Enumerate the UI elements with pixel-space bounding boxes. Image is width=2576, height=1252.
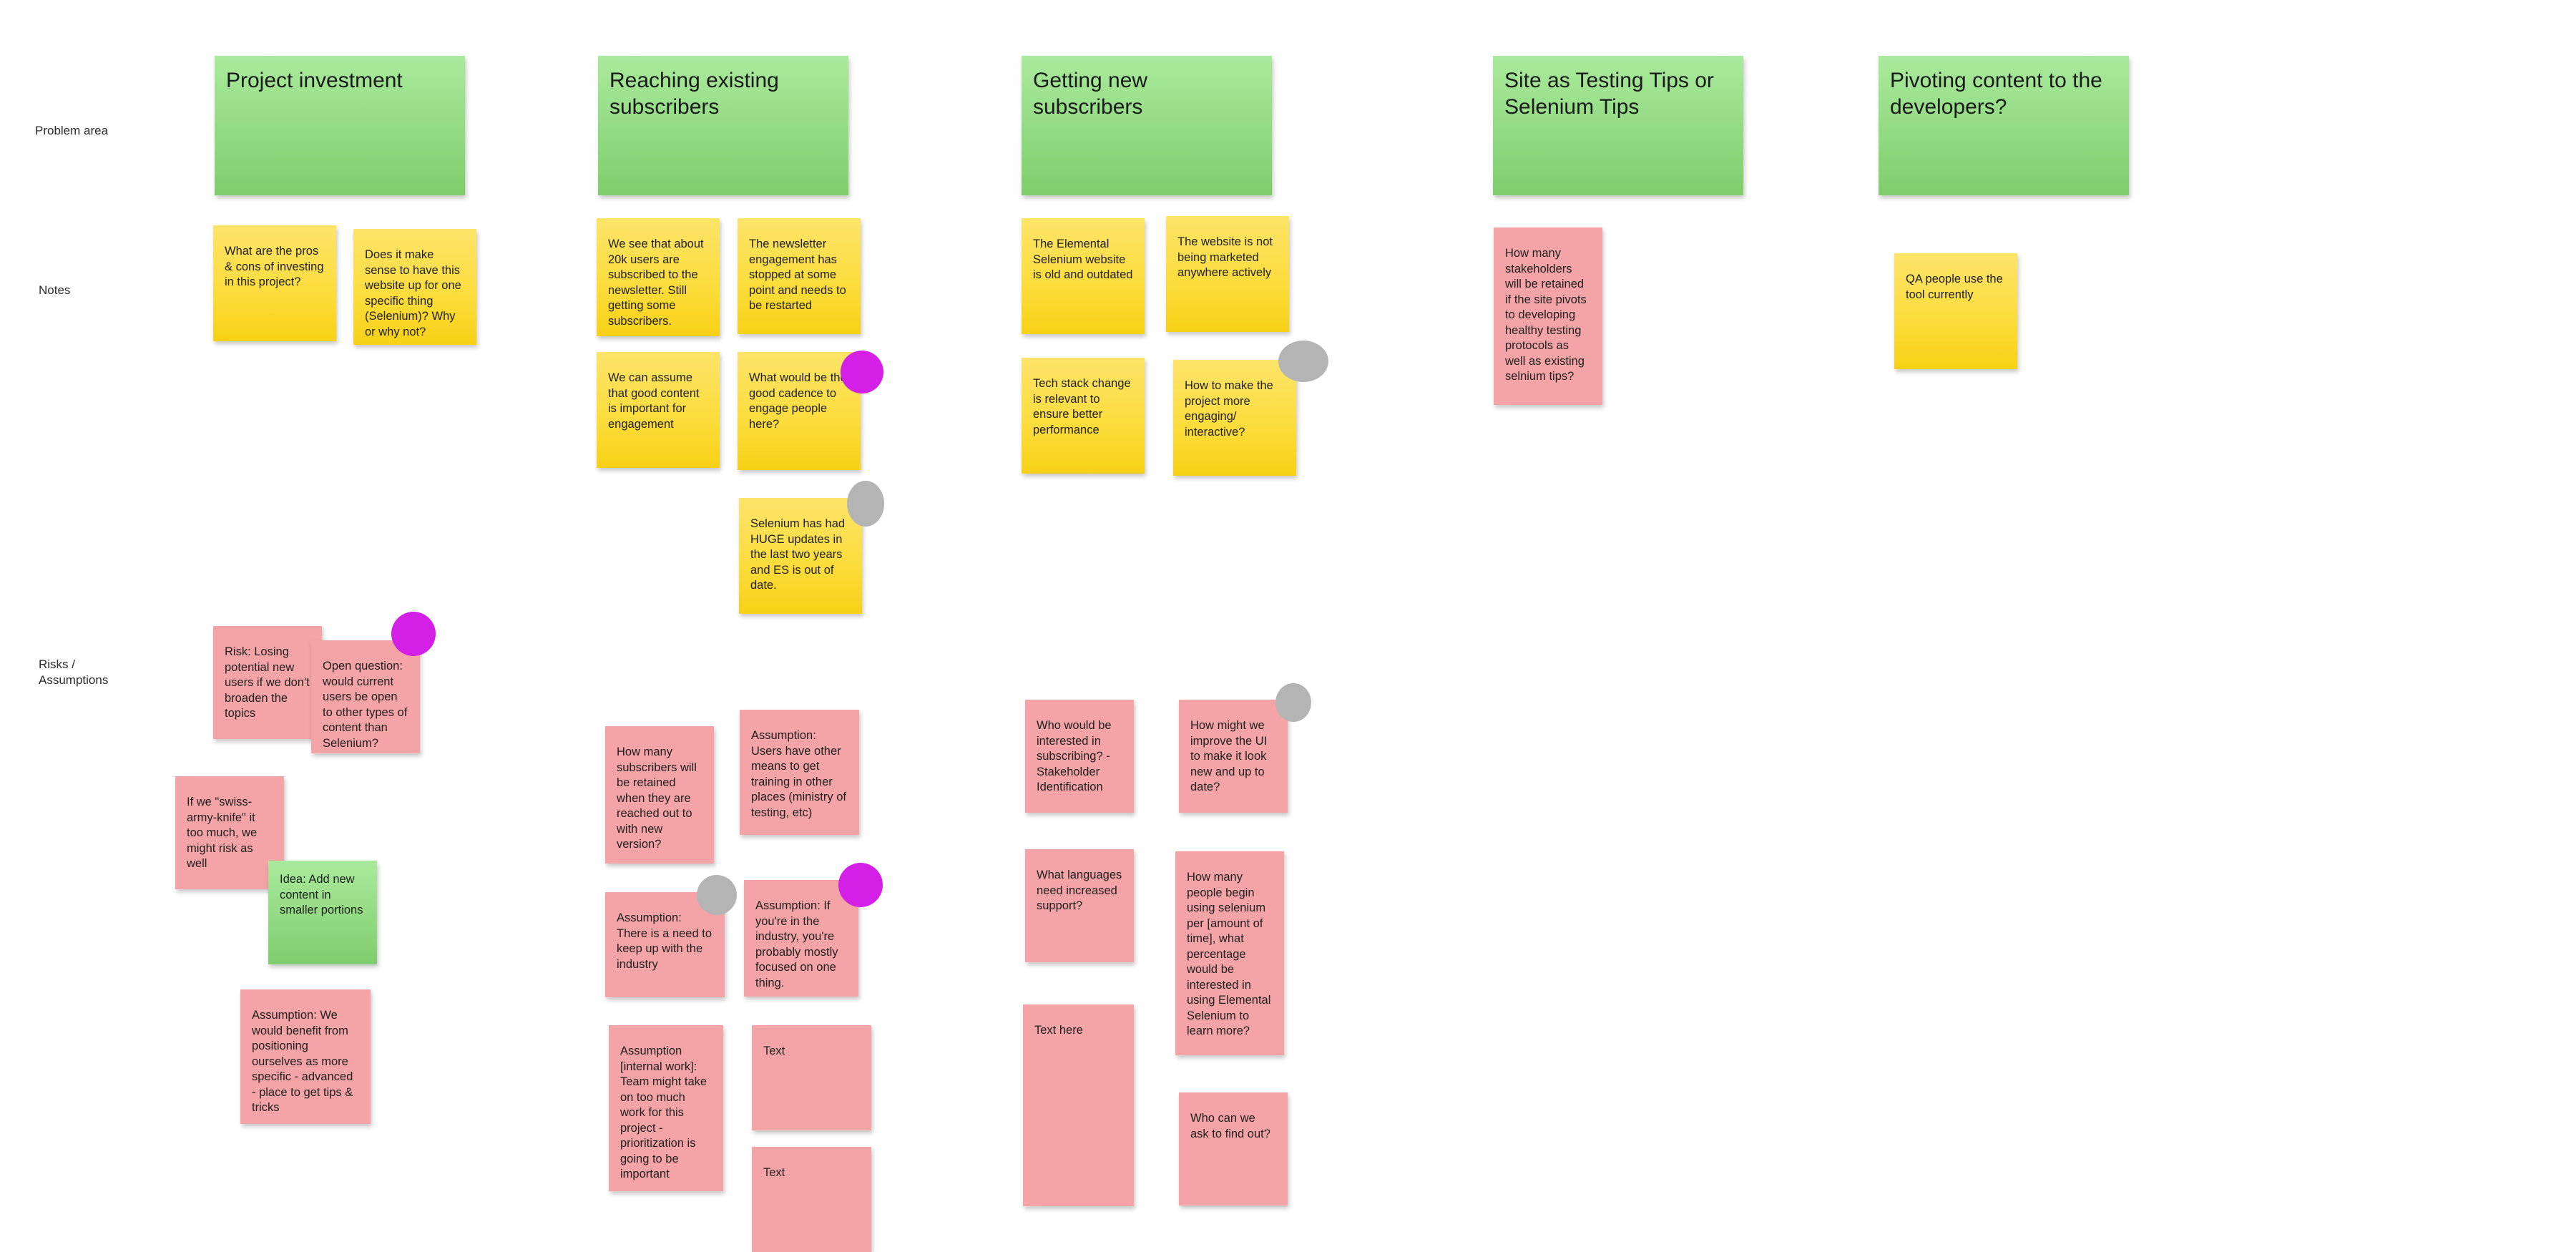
header-text: Pivoting content to the developers?	[1890, 69, 2102, 119]
sticky-text: Assumption: There is a need to keep up w…	[617, 911, 712, 971]
sticky-note[interactable]: We see that about 20k users are subscrib…	[597, 218, 720, 336]
sticky-text: Risk: Losing potential new users if we d…	[225, 645, 310, 720]
sticky-note[interactable]: How many subscribers will be retained wh…	[605, 726, 714, 864]
sticky-text: QA people use the tool currently	[1906, 273, 2003, 301]
sticky-text: We can assume that good content is impor…	[608, 371, 700, 431]
sticky-note[interactable]: Who would be interested in subscribing? …	[1025, 700, 1134, 813]
header-text: Project investment	[226, 69, 403, 92]
sticky-note[interactable]: How many stakeholders will be retained i…	[1494, 228, 1602, 405]
sticky-text: What are the pros & cons of investing in…	[225, 245, 324, 288]
header-text: Reaching existing subscribers	[609, 69, 779, 119]
sticky-text: What would be the good cadence to engage…	[749, 371, 847, 431]
sticky-text: How to make the project more engaging/ i…	[1185, 379, 1273, 439]
sticky-text: Text here	[1034, 1024, 1083, 1037]
reaction-dot[interactable]	[1278, 341, 1328, 382]
sticky-note[interactable]: The website is not being marketed anywhe…	[1166, 216, 1289, 332]
sticky-note[interactable]: Assumption: We would benefit from positi…	[240, 989, 371, 1124]
reaction-dot[interactable]	[847, 481, 884, 527]
sticky-text: What languages need increased support?	[1037, 869, 1122, 912]
row-label-problem-area: Problem area	[35, 124, 109, 137]
sticky-note[interactable]: We can assume that good content is impor…	[597, 352, 720, 468]
sticky-note[interactable]: Idea: Add new content in smaller portion…	[268, 861, 377, 964]
sticky-text: Assumption: If you're in the industry, y…	[755, 899, 838, 989]
sticky-text: Idea: Add new content in smaller portion…	[280, 873, 363, 916]
sticky-note[interactable]: The newsletter engagement has stopped at…	[738, 218, 861, 334]
header-pivoting-content[interactable]: Pivoting content to the developers?	[1879, 56, 2129, 195]
sticky-text: The website is not being marketed anywhe…	[1177, 235, 1273, 279]
sticky-note[interactable]: How many people begin using selenium per…	[1175, 851, 1284, 1055]
sticky-note[interactable]: QA people use the tool currently	[1894, 253, 2017, 369]
sticky-note[interactable]: If we "swiss-army-knife" it too much, we…	[175, 776, 284, 889]
sticky-note[interactable]: Text	[752, 1025, 871, 1130]
sticky-text: How many people begin using selenium per…	[1187, 871, 1271, 1037]
header-getting-new-subscribers[interactable]: Getting new subscribers	[1022, 56, 1272, 195]
sticky-text: Assumption [internal work]: Team might t…	[620, 1045, 707, 1180]
sticky-note[interactable]: Who can we ask to find out?	[1179, 1092, 1288, 1205]
sticky-text: Text	[763, 1166, 785, 1179]
sticky-text: How many stakeholders will be retained i…	[1505, 247, 1587, 383]
sticky-text: Does it make sense to have this website …	[365, 248, 461, 338]
sticky-note[interactable]: How might we improve the UI to make it l…	[1179, 700, 1288, 813]
sticky-text: Who would be interested in subscribing? …	[1037, 719, 1112, 793]
sticky-note[interactable]: What are the pros & cons of investing in…	[213, 225, 336, 341]
sticky-note[interactable]: How to make the project more engaging/ i…	[1173, 360, 1296, 476]
sticky-text: If we "swiss-army-knife" it too much, we…	[187, 796, 258, 870]
sticky-text: Who can we ask to find out?	[1190, 1112, 1270, 1140]
sticky-text: Selenium has had HUGE updates in the las…	[750, 517, 846, 592]
reaction-dot[interactable]	[838, 863, 883, 907]
reaction-dot[interactable]	[1275, 683, 1311, 722]
reaction-dot[interactable]	[391, 612, 436, 656]
sticky-note[interactable]: Tech stack change is relevant to ensure …	[1022, 358, 1145, 474]
sticky-text: We see that about 20k users are subscrib…	[608, 238, 704, 328]
sticky-text: Assumption: We would benefit from positi…	[252, 1009, 353, 1114]
header-text: Site as Testing Tips or Selenium Tips	[1504, 69, 1714, 119]
header-reaching-existing-subscribers[interactable]: Reaching existing subscribers	[598, 56, 848, 195]
sticky-text: How might we improve the UI to make it l…	[1190, 719, 1268, 793]
sticky-note[interactable]: Assumption: If you're in the industry, y…	[744, 880, 858, 997]
sticky-note[interactable]: Risk: Losing potential new users if we d…	[213, 626, 322, 739]
reaction-dot[interactable]	[841, 351, 883, 393]
sticky-note[interactable]: Selenium has had HUGE updates in the las…	[739, 498, 862, 614]
sticky-note[interactable]: Does it make sense to have this website …	[353, 229, 476, 345]
sticky-text: Open question: would current users be op…	[323, 660, 408, 750]
row-label-notes: Notes	[39, 283, 71, 297]
sticky-text: The Elemental Selenium website is old an…	[1033, 238, 1133, 281]
header-site-as-testing-tips[interactable]: Site as Testing Tips or Selenium Tips	[1493, 56, 1743, 195]
sticky-text: Tech stack change is relevant to ensure …	[1033, 377, 1131, 436]
sticky-note[interactable]: What languages need increased support?	[1025, 849, 1134, 962]
sticky-note[interactable]: The Elemental Selenium website is old an…	[1022, 218, 1145, 334]
sticky-text: How many subscribers will be retained wh…	[617, 745, 697, 851]
sticky-text: Text	[763, 1045, 785, 1057]
sticky-text: The newsletter engagement has stopped at…	[749, 238, 846, 312]
sticky-note[interactable]: What would be the good cadence to engage…	[738, 352, 861, 470]
sticky-note[interactable]: Text	[752, 1147, 871, 1252]
sticky-text: Assumption: Users have other means to ge…	[751, 729, 846, 819]
sticky-note[interactable]: Text here	[1023, 1004, 1134, 1206]
reaction-dot[interactable]	[697, 875, 737, 915]
header-text: Getting new subscribers	[1033, 69, 1148, 119]
sticky-note[interactable]: Open question: would current users be op…	[311, 640, 420, 753]
row-label-risks-assumptions: Risks / Assumptions	[39, 657, 109, 687]
sticky-note[interactable]: Assumption: Users have other means to ge…	[740, 710, 859, 835]
sticky-note[interactable]: Assumption [internal work]: Team might t…	[609, 1025, 723, 1191]
header-project-investment[interactable]: Project investment	[215, 56, 465, 195]
